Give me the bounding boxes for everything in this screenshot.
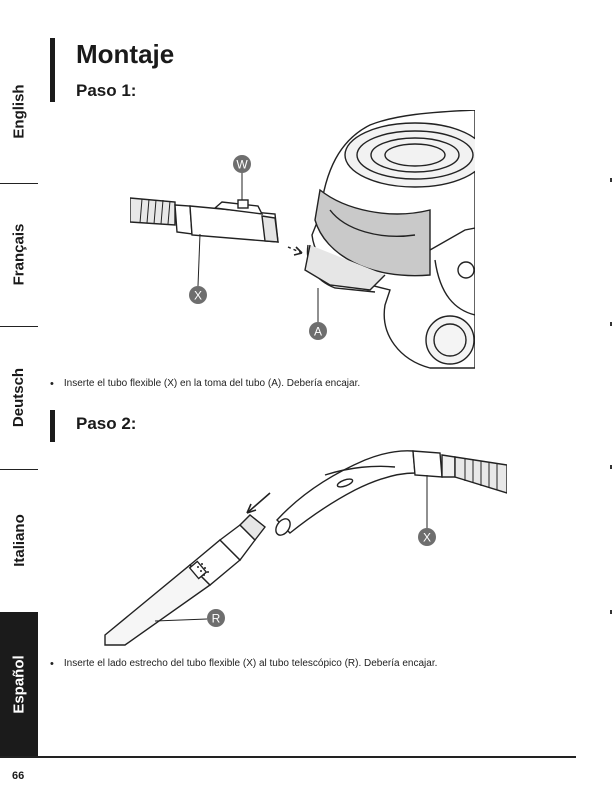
crop-mark	[610, 610, 612, 614]
lang-tab-deutsch[interactable]: Deutsch	[0, 326, 38, 469]
lang-tab-espanol[interactable]: Español	[0, 612, 38, 756]
lang-tab-francais[interactable]: Français	[0, 183, 38, 326]
callout-r: R	[212, 612, 221, 626]
bullet-dot: •	[50, 658, 54, 670]
step1-instruction: • Inserte el tubo flexible (X) en la tom…	[50, 378, 360, 390]
crop-mark	[610, 465, 612, 469]
page-number: 66	[12, 770, 24, 782]
page-title: Montaje	[76, 39, 174, 70]
callout-w: W	[236, 158, 248, 172]
step1-illustration: W X A	[130, 110, 475, 372]
callout-x: X	[194, 289, 202, 303]
step2-instruction: • Inserte el lado estrecho del tubo flex…	[50, 658, 437, 670]
step2-illustration: X R	[95, 445, 507, 650]
crop-mark	[610, 178, 612, 182]
callout-a: A	[314, 325, 322, 339]
title-bar	[50, 38, 55, 102]
callout-x: X	[423, 531, 431, 545]
lang-tab-english[interactable]: English	[0, 40, 38, 183]
language-tabs: English Français Deutsch Italiano Españo…	[0, 40, 38, 756]
step2-heading: Paso 2:	[76, 414, 136, 434]
lang-tab-italiano[interactable]: Italiano	[0, 469, 38, 612]
bullet-dot: •	[50, 378, 54, 390]
step2-bar	[50, 410, 55, 442]
crop-mark	[610, 322, 612, 326]
step1-heading: Paso 1:	[76, 81, 136, 101]
footer-rule	[0, 756, 576, 758]
